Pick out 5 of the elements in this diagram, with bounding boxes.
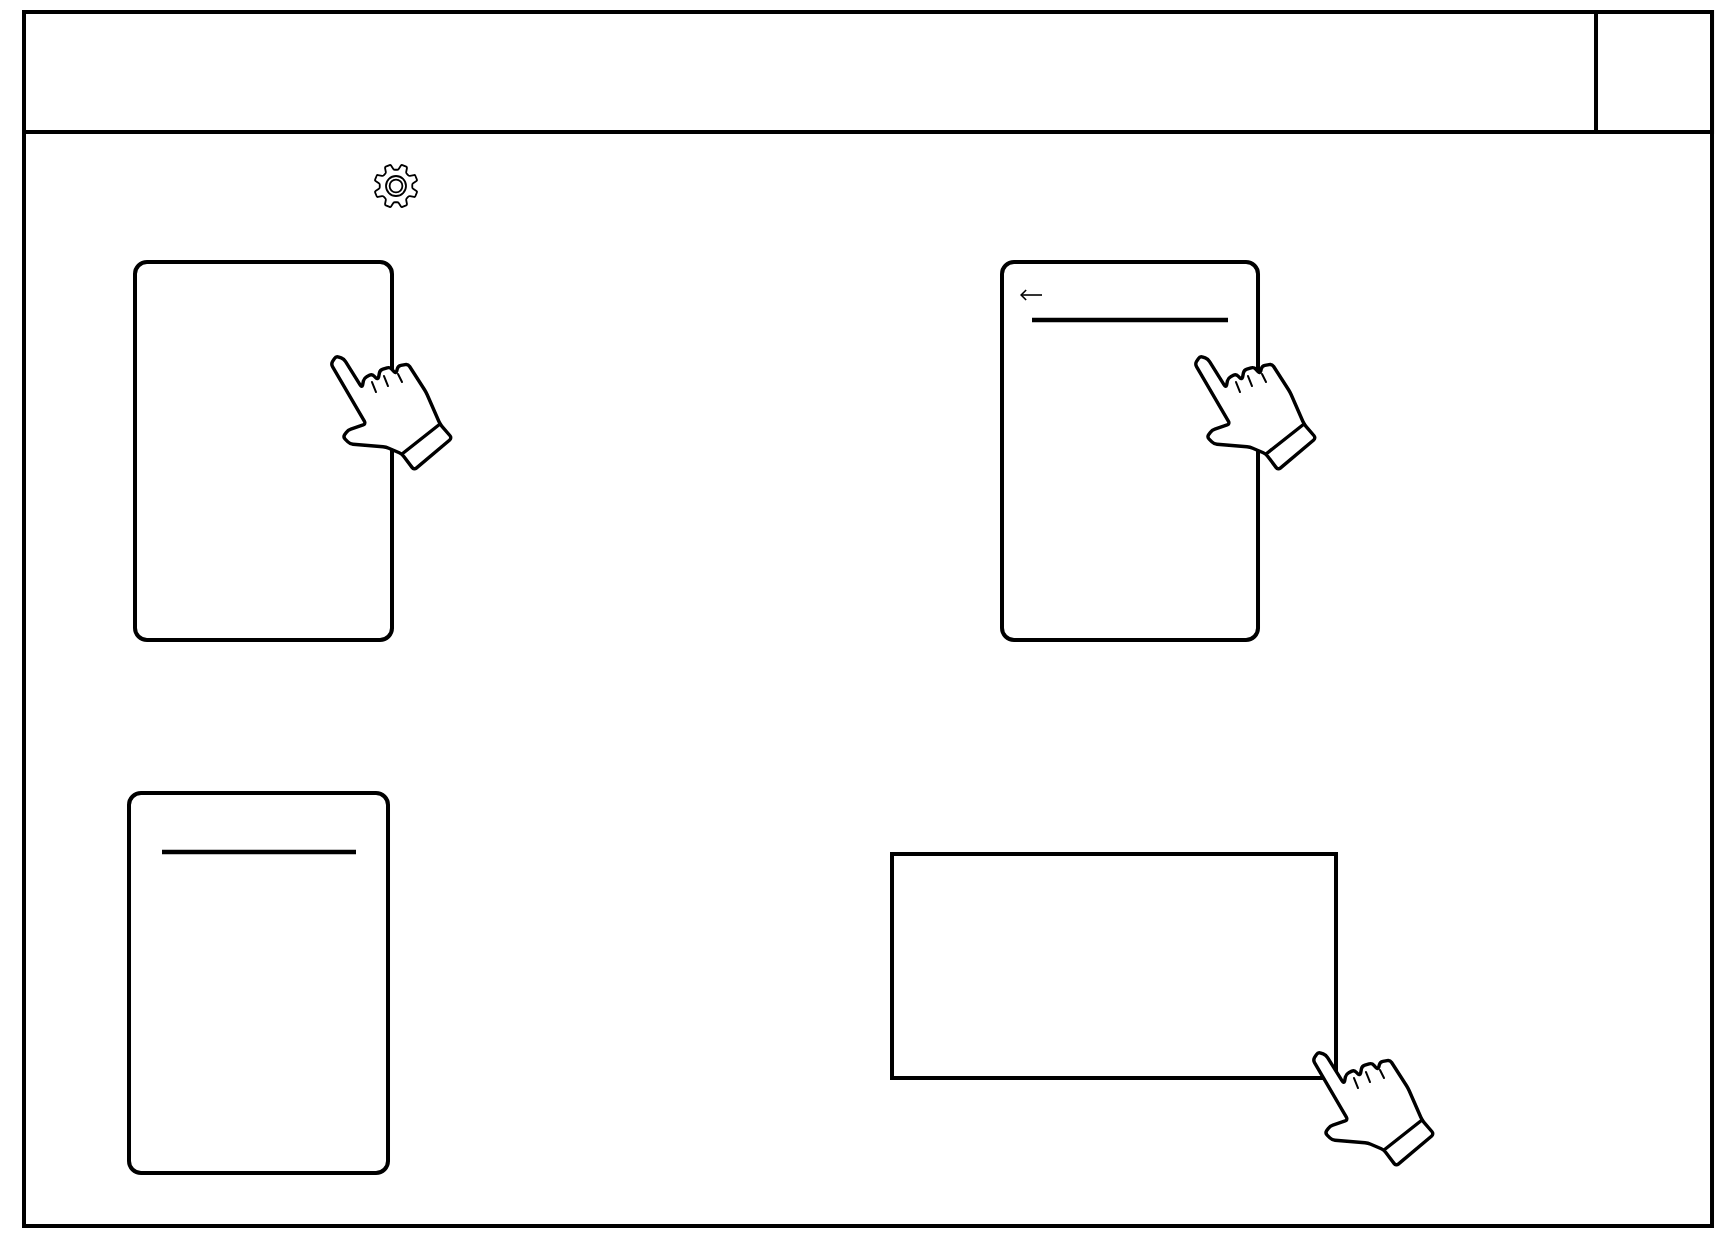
panel-box <box>890 852 1338 1080</box>
corner-box <box>1594 10 1714 134</box>
screen-card <box>133 260 394 642</box>
screen-card <box>127 791 390 1175</box>
screen-card <box>1000 260 1260 642</box>
